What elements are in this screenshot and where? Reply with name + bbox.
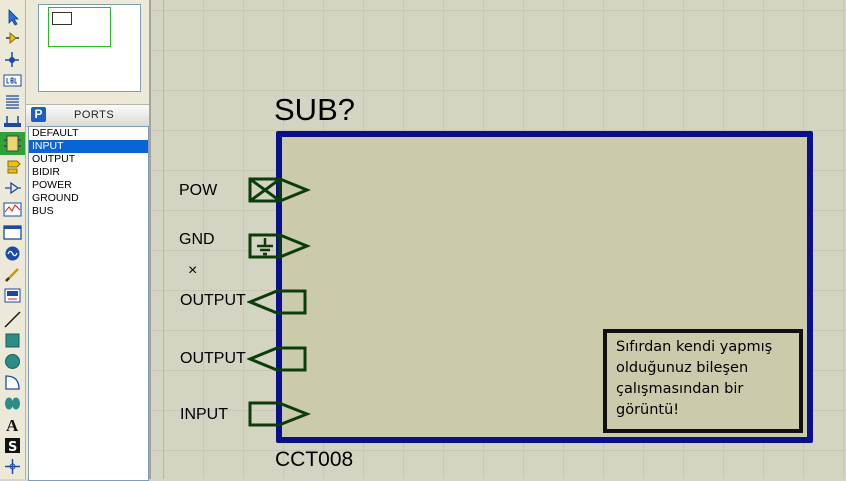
generator-icon bbox=[5, 246, 20, 261]
marker-2d-button[interactable] bbox=[2, 457, 23, 476]
list-item-output[interactable]: OUTPUT bbox=[32, 153, 76, 165]
overview-component-thumb bbox=[52, 12, 72, 25]
left-panel: P PORTS DEFAULT INPUT OUTPUT BIDIR POWER… bbox=[26, 0, 151, 481]
marker-icon bbox=[5, 459, 20, 474]
svg-text:A: A bbox=[6, 416, 19, 434]
symbol-2d-button[interactable]: S bbox=[2, 436, 23, 455]
port-label-output-2: OUTPUT bbox=[180, 350, 246, 367]
subcircuit-icon bbox=[4, 135, 21, 152]
virtual-instruments-button[interactable] bbox=[2, 286, 23, 305]
text-2d-button[interactable]: A bbox=[2, 415, 23, 434]
script-icon bbox=[6, 95, 19, 109]
graph-mode-button[interactable] bbox=[2, 200, 23, 219]
graph-icon bbox=[3, 202, 22, 217]
path-icon bbox=[5, 397, 20, 410]
component-reference: CCT008 bbox=[275, 448, 354, 471]
closed-path-2d-button[interactable] bbox=[2, 394, 23, 413]
arc-icon bbox=[5, 375, 20, 390]
junction-dot-icon bbox=[5, 52, 19, 67]
overview-window[interactable] bbox=[38, 4, 141, 92]
overview-view-rect bbox=[48, 7, 111, 47]
component-title: SUB? bbox=[274, 92, 355, 127]
text-a-icon: A bbox=[6, 416, 19, 434]
input-port-icon[interactable] bbox=[247, 400, 311, 430]
port-label-gnd: GND bbox=[179, 231, 215, 248]
component-mode-button[interactable] bbox=[2, 29, 23, 48]
instrument-icon bbox=[4, 288, 21, 303]
list-item-ground[interactable]: GROUND bbox=[32, 192, 79, 204]
subcircuit-mode-button[interactable] bbox=[0, 132, 25, 155]
svg-text:S: S bbox=[8, 440, 17, 455]
component-icon bbox=[6, 31, 19, 45]
line-2d-button[interactable] bbox=[2, 310, 23, 329]
probe-icon bbox=[5, 268, 19, 282]
mode-toolbar: A S bbox=[0, 0, 26, 479]
origin-cross-marker: × bbox=[188, 262, 198, 279]
arrow-cursor-icon bbox=[8, 9, 19, 26]
pin-icon bbox=[5, 181, 21, 195]
list-item-default[interactable]: DEFAULT bbox=[32, 127, 79, 139]
port-label-pow: POW bbox=[179, 182, 218, 199]
box-2d-button[interactable] bbox=[2, 331, 23, 350]
pick-device-p-icon[interactable]: P bbox=[31, 107, 46, 122]
wire-label-button[interactable] bbox=[2, 71, 23, 90]
arc-2d-button[interactable] bbox=[2, 373, 23, 392]
voltage-probe-button[interactable] bbox=[2, 265, 23, 284]
list-item-power[interactable]: POWER bbox=[32, 179, 72, 191]
ports-list[interactable]: DEFAULT INPUT OUTPUT BIDIR POWER GROUND … bbox=[28, 126, 149, 481]
output-port-icon[interactable] bbox=[247, 345, 311, 375]
ground-port-icon[interactable] bbox=[247, 232, 311, 262]
label-icon bbox=[3, 74, 22, 87]
device-pins-button[interactable] bbox=[2, 179, 23, 198]
canvas-margin-line bbox=[163, 0, 164, 479]
bus-icon bbox=[4, 116, 21, 127]
generator-mode-button[interactable] bbox=[2, 244, 23, 263]
port-label-output-1: OUTPUT bbox=[180, 292, 246, 309]
junction-dot-button[interactable] bbox=[2, 50, 23, 69]
list-item-bidir[interactable]: BIDIR bbox=[32, 166, 61, 178]
schematic-canvas[interactable]: SUB? CCT008 POW GND × OUTPUT OUTPUT INPU… bbox=[151, 0, 846, 479]
symbol-icon: S bbox=[5, 438, 20, 455]
annotation-note: Sıfırdan kendi yapmış olduğunuz bileşen … bbox=[603, 329, 803, 433]
circle-icon bbox=[5, 354, 20, 369]
line-icon bbox=[4, 311, 21, 328]
ports-header: P PORTS bbox=[26, 104, 149, 127]
selection-mode-button[interactable] bbox=[2, 8, 23, 27]
box-icon bbox=[5, 333, 20, 348]
list-item-input[interactable]: INPUT bbox=[29, 140, 148, 153]
text-script-button[interactable] bbox=[2, 92, 23, 111]
buses-button[interactable] bbox=[2, 113, 23, 132]
port-label-input: INPUT bbox=[180, 406, 228, 423]
terminal-icon bbox=[7, 160, 21, 174]
list-item-bus[interactable]: BUS bbox=[32, 205, 54, 217]
terminals-mode-button[interactable] bbox=[2, 157, 23, 176]
ports-title: PORTS bbox=[74, 109, 115, 121]
circle-2d-button[interactable] bbox=[2, 352, 23, 371]
tape-icon bbox=[3, 225, 22, 240]
output-port-icon[interactable] bbox=[247, 288, 311, 318]
tape-recorder-button[interactable] bbox=[2, 223, 23, 242]
power-port-icon[interactable] bbox=[247, 176, 311, 206]
